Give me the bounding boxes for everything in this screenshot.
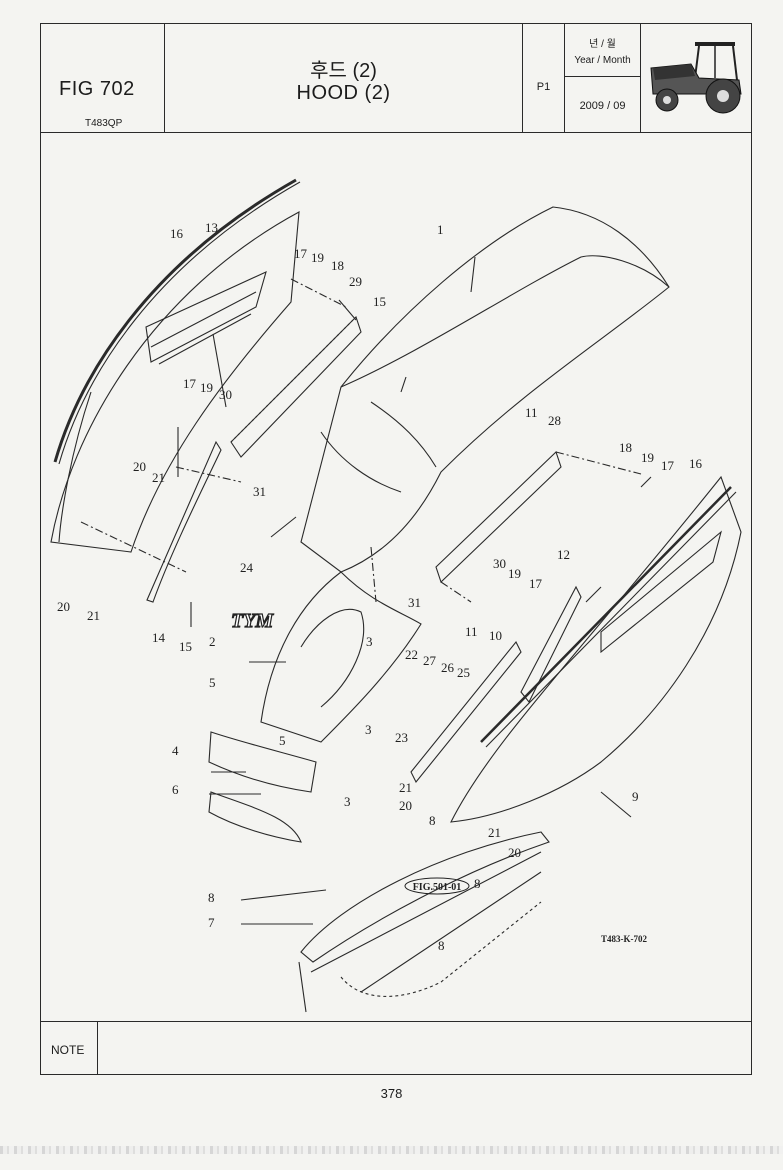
callout-23: 23 — [395, 730, 408, 745]
drawing-code: T483-K-702 — [601, 934, 647, 944]
callout-6: 6 — [172, 782, 179, 797]
callout-8d: 8 — [438, 938, 445, 953]
figure-cell: FIG 702 T483QP — [41, 24, 165, 132]
callout-21a: 21 — [152, 470, 165, 485]
year-month-divider — [565, 76, 640, 77]
tractor-icon — [650, 42, 742, 114]
scan-artifact-strip — [0, 1146, 783, 1154]
callout-16b: 16 — [689, 456, 703, 471]
callout-17b: 17 — [183, 376, 197, 391]
title-english: HOOD (2) — [296, 82, 391, 104]
year-month-cell: 년 / 월 Year / Month 2009 / 09 — [565, 24, 641, 132]
page-id: P1 — [536, 81, 551, 93]
lower-grille-part — [208, 731, 317, 793]
callout-20d: 20 — [508, 845, 521, 860]
callout-21d: 21 — [488, 825, 501, 840]
callout-18a: 18 — [331, 258, 344, 273]
callout-22: 22 — [405, 647, 418, 662]
title-cell: 후드 (2) HOOD (2) — [165, 24, 523, 132]
callout-5b: 5 — [279, 733, 286, 748]
panel-10-part — [410, 640, 522, 784]
callout-15a: 15 — [373, 294, 386, 309]
badge-text: TYM — [231, 610, 274, 632]
note-row: NOTE — [41, 1021, 751, 1075]
exploded-parts-drawing: TYM FIG.501-01 T483-K-702 1 2 3 3 3 4 5 … — [50, 178, 742, 1013]
callout-11a: 11 — [525, 405, 538, 420]
callout-17d: 17 — [529, 576, 543, 591]
callout-27: 27 — [423, 653, 437, 668]
callout-1: 1 — [437, 222, 444, 237]
inner-panel-right-part — [435, 451, 562, 583]
side-panel-right-part — [450, 475, 742, 823]
callout-15b: 15 — [179, 639, 192, 654]
callout-28: 28 — [548, 413, 561, 428]
callout-8c: 8 — [474, 876, 481, 891]
thumbnail-cell — [641, 24, 751, 132]
figure-number: FIG 702 — [59, 78, 135, 100]
callout-31b: 31 — [408, 595, 421, 610]
callout-19b: 19 — [200, 380, 213, 395]
callout-20a: 20 — [133, 459, 146, 474]
callout-12: 12 — [557, 547, 570, 562]
note-label: NOTE — [51, 1043, 85, 1057]
inner-panel-left-lower-part — [146, 440, 222, 603]
callout-18b: 18 — [619, 440, 632, 455]
callout-11b: 11 — [465, 624, 478, 639]
front-cover-part — [208, 791, 302, 843]
panel-12-part — [520, 585, 582, 704]
callout-21c: 21 — [399, 780, 412, 795]
callout-3a: 3 — [366, 634, 373, 649]
callout-17c: 17 — [661, 458, 675, 473]
callout-14: 14 — [152, 630, 166, 645]
callout-8b: 8 — [208, 890, 215, 905]
front-grille-part — [260, 571, 422, 743]
callout-19a: 19 — [311, 250, 324, 265]
inner-panel-left-upper-part — [230, 315, 362, 458]
callout-29: 29 — [349, 274, 362, 289]
callout-2: 2 — [209, 634, 216, 649]
note-label-cell: NOTE — [41, 1022, 98, 1075]
callout-8a: 8 — [429, 813, 436, 828]
callout-20c: 20 — [399, 798, 412, 813]
page-number: 378 — [380, 1086, 403, 1101]
callout-3b: 3 — [365, 722, 372, 737]
figure-reference: FIG.501-01 — [413, 882, 462, 893]
callout-19d: 19 — [508, 566, 521, 581]
title-korean: 후드 (2) — [310, 60, 377, 82]
main-hood-part — [300, 206, 670, 573]
callout-24: 24 — [240, 560, 254, 575]
callout-21b: 21 — [87, 608, 100, 623]
callout-7: 7 — [208, 915, 215, 930]
page-id-cell: P1 — [523, 24, 565, 132]
callout-19c: 19 — [641, 450, 654, 465]
callout-30a: 30 — [219, 387, 232, 402]
year-month-label-english: Year / Month — [574, 55, 631, 66]
model-code: T483QP — [85, 118, 123, 129]
callout-31a: 31 — [253, 484, 266, 499]
callout-25: 25 — [457, 665, 470, 680]
year-month-value: 2009 / 09 — [579, 100, 626, 112]
page-frame: FIG 702 T483QP 후드 (2) HOOD (2) P1 년 / 월 … — [40, 23, 752, 1075]
side-panel-left-part — [50, 211, 300, 553]
callout-10: 10 — [489, 628, 502, 643]
year-month-label-korean: 년 / 월 — [589, 39, 616, 50]
base-plate-part — [300, 831, 550, 963]
callout-9: 9 — [632, 789, 639, 804]
rubber-strip-left-part — [53, 178, 297, 463]
callout-5a: 5 — [209, 675, 216, 690]
title-block: FIG 702 T483QP 후드 (2) HOOD (2) P1 년 / 월 … — [41, 24, 751, 133]
callout-20b: 20 — [57, 599, 70, 614]
callout-4: 4 — [172, 743, 179, 758]
callout-13: 13 — [205, 220, 218, 235]
callout-30b: 30 — [493, 556, 506, 571]
callout-26: 26 — [441, 660, 455, 675]
callout-16a: 16 — [170, 226, 184, 241]
callout-3c: 3 — [344, 794, 351, 809]
callout-17a: 17 — [294, 246, 308, 261]
